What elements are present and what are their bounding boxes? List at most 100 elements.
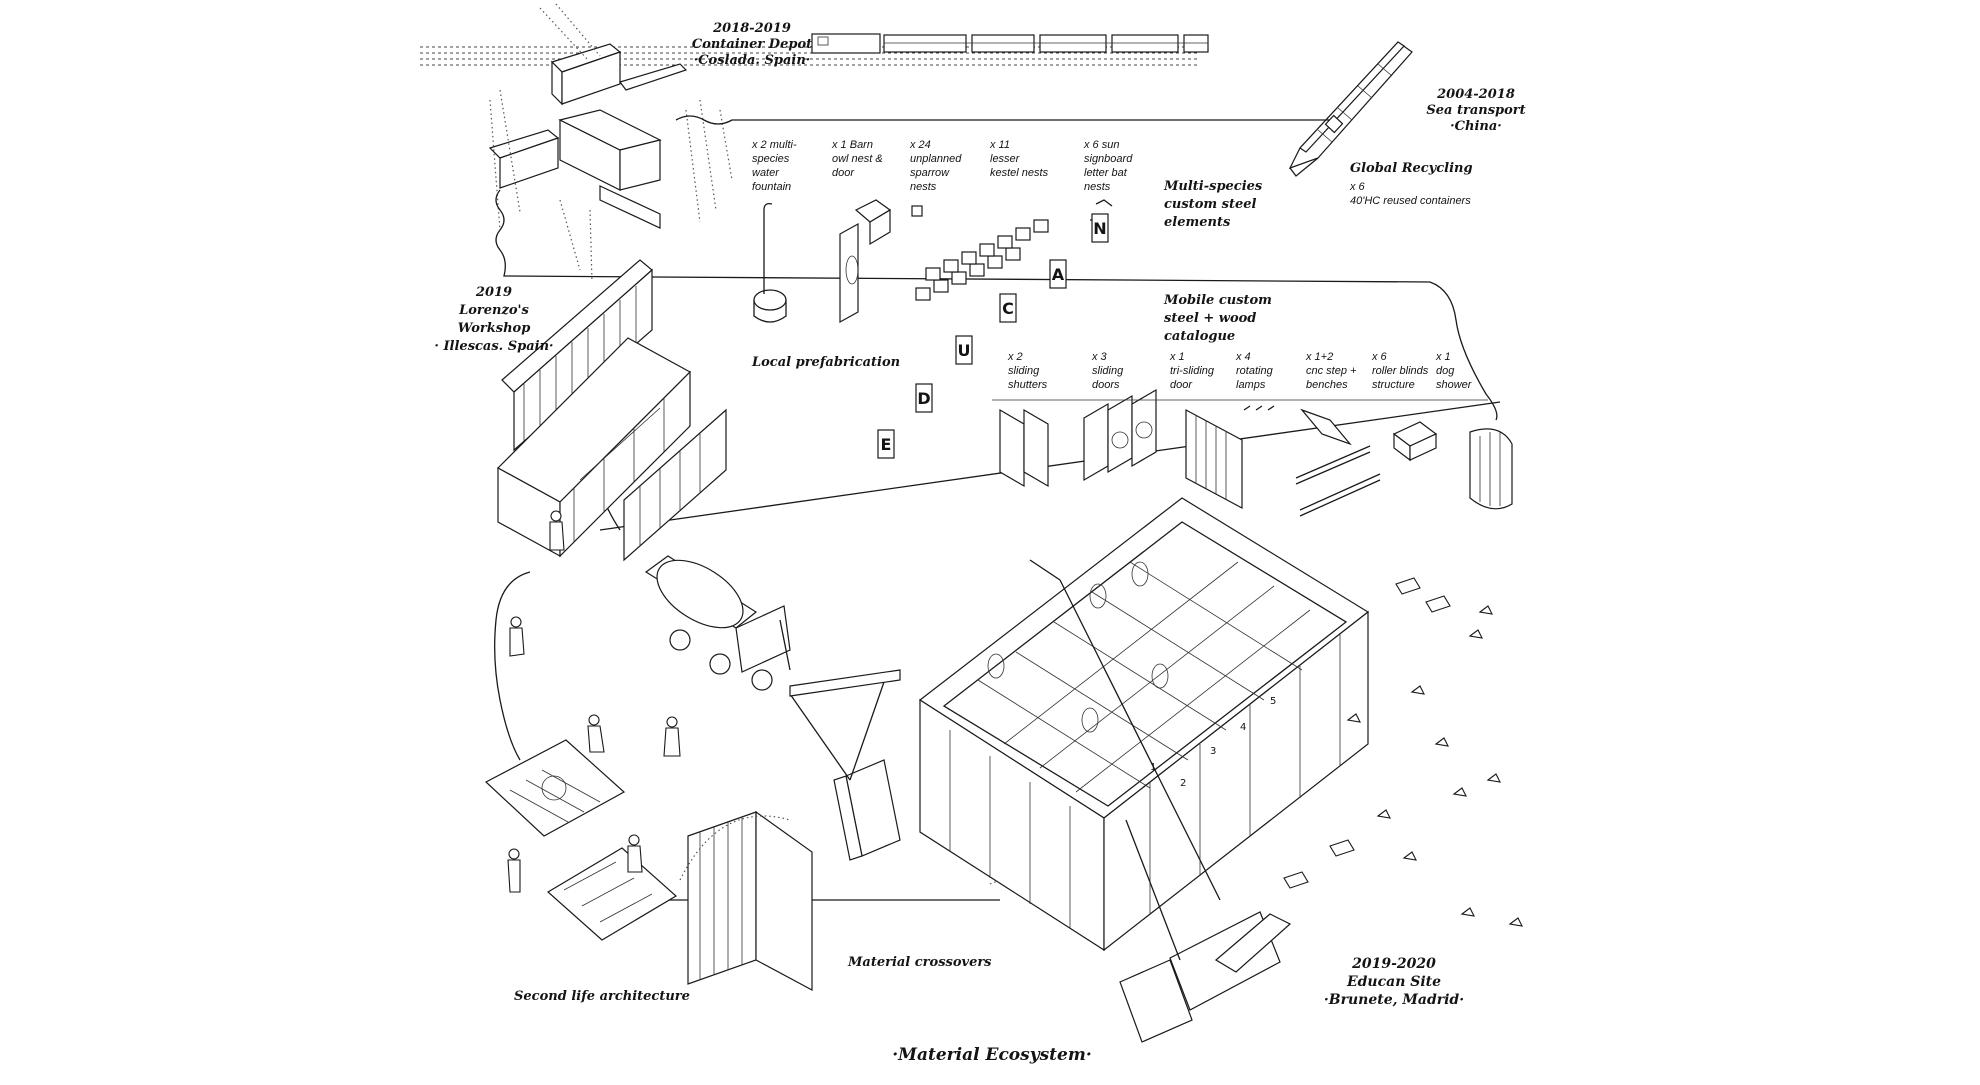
catalogue-label-line: roller blinds [1372,365,1429,377]
crane-truck-left [789,669,901,861]
diagram-title: ·Material Ecosystem· [892,1045,1091,1065]
catalogue-label-line: dog [1436,365,1455,377]
bird-figure [1452,787,1467,797]
steel-label-line: x 24 [909,139,931,151]
sea-place: ·China· [1450,119,1502,134]
catalogue-item-label: x 1 dog shower [1435,351,1473,391]
steel-label-line: letter bat [1084,167,1128,179]
catalogue-item-label: x 6 roller blinds structure [1371,351,1429,391]
crane-truck-right [1119,819,1292,1043]
steel-heading-line: Multi-species [1163,179,1263,194]
room-number: 3 [1210,746,1216,757]
steel-label-line: owl nest & [832,153,883,165]
catalogue-label-line: lamps [1236,379,1266,391]
catalogue-item-label: x 1+2 cnc step + benches [1305,351,1357,391]
catalogue-item-label: x 3 sliding doors [1091,351,1124,391]
catalogue-label-line: door [1170,379,1193,391]
depot-name: Container Depot [692,37,812,52]
catalogue-label-line: cnc step + [1306,365,1357,377]
steel-label-line: sparrow [910,167,950,179]
label-sea: 2004-2018 Sea transport ·China· [1426,87,1525,134]
steel-element-label: x 2 multi- species water fountain [751,139,797,193]
steel-label-line: signboard [1084,153,1133,165]
site-years: 2019-2020 [1351,956,1436,972]
catalogue-drawings [999,388,1513,517]
label-depot: 2018-2019 Container Depot ·Coslada. Spai… [692,21,812,68]
bird-figure [1478,605,1493,615]
signboard-letter: A [1052,265,1065,284]
signboard-letter: N [1093,219,1106,238]
workshop-name-line1: Lorenzo's [458,303,529,318]
steel-label-line: species [752,153,790,165]
bird-figure [1486,773,1501,783]
bird-figure [1508,917,1523,927]
site-place: ·Brunete, Madrid· [1324,992,1464,1008]
person-figure [507,848,521,893]
depot-years: 2018-2019 [712,21,791,36]
catalogue-labels: x 2 sliding shutters x 3 sliding doors x… [1007,351,1473,391]
bird-figure [1376,809,1391,819]
workshop-year: 2019 [475,285,512,300]
label-site: 2019-2020 Educan Site ·Brunete, Madrid· [1324,956,1464,1008]
steel-elements-labels: x 2 multi- species water fountain x 1 Ba… [751,139,1133,193]
label-workshop: 2019 Lorenzo's Workshop · Illescas. Spai… [434,285,553,354]
second-life-panels [484,739,813,992]
catalogue-label-line: sliding [1092,365,1124,377]
steel-label-line: x 6 sun [1083,139,1119,151]
room-number: 1 [1150,762,1156,773]
person-figure [509,616,525,657]
steel-label-line: door [832,167,855,179]
steel-label-line: fountain [752,181,791,193]
catalogue-label-line: x 1 [1435,351,1451,363]
catalogue-heading-line: steel + wood [1164,311,1256,326]
container-ship [1288,41,1413,177]
steel-label-line: x 1 Barn [831,139,873,151]
signboard-letter: C [1002,299,1014,318]
catalogue-label-line: x 3 [1091,351,1108,363]
catalogue-item-label: x 1 tri-sliding door [1169,351,1215,391]
person-figure [663,716,681,757]
bird-figure [1434,737,1449,747]
dog-figure [1329,839,1355,857]
site-name: Educan Site [1346,974,1441,990]
sea-years: 2004-2018 [1436,87,1515,102]
depot-containers [488,3,733,283]
dog-figure [1283,871,1309,889]
bird-figure [1402,851,1417,861]
person-figure [549,510,565,551]
person-figure [627,834,643,873]
concrete-mixer-truck [644,555,791,691]
room-number: 5 [1270,696,1276,707]
catalogue-label-line: x 1 [1169,351,1185,363]
freight-train [811,33,1209,54]
steel-label-line: lesser [990,153,1021,165]
steel-label-line: water [752,167,780,179]
steel-heading-line: elements [1164,215,1231,230]
sea-name: Sea transport [1426,103,1525,118]
steel-heading: Multi-species custom steel elements [1163,179,1263,230]
catalogue-label-line: structure [1372,379,1415,391]
workshop-containers [497,259,727,562]
catalogue-item-label: x 4 rotating lamps [1235,351,1274,391]
catalogue-label-line: tri-sliding [1170,365,1215,377]
catalogue-label-line: doors [1092,379,1120,391]
catalogue-label-line: shower [1436,379,1473,391]
catalogue-label-line: rotating [1236,365,1274,377]
catalogue-label-line: x 6 [1371,351,1388,363]
signboard-letter: D [917,389,930,408]
dog-figure [1395,577,1421,595]
label-crossovers: Material crossovers [847,955,992,970]
dog-figure [1425,595,1451,613]
recycling-item: 40'HC reused containers [1350,195,1471,207]
room-number: 2 [1180,778,1186,789]
catalogue-label-line: benches [1306,379,1348,391]
steel-label-line: x 11 [989,139,1010,151]
label-recycling: Global Recycling x 6 40'HC reused contai… [1349,161,1473,207]
workshop-place: · Illescas. Spain· [434,339,553,354]
person-figure [587,714,605,753]
workshop-name-line2: Workshop [458,321,531,336]
bird-figure [1468,629,1483,639]
steel-elements-drawings [753,199,1113,324]
